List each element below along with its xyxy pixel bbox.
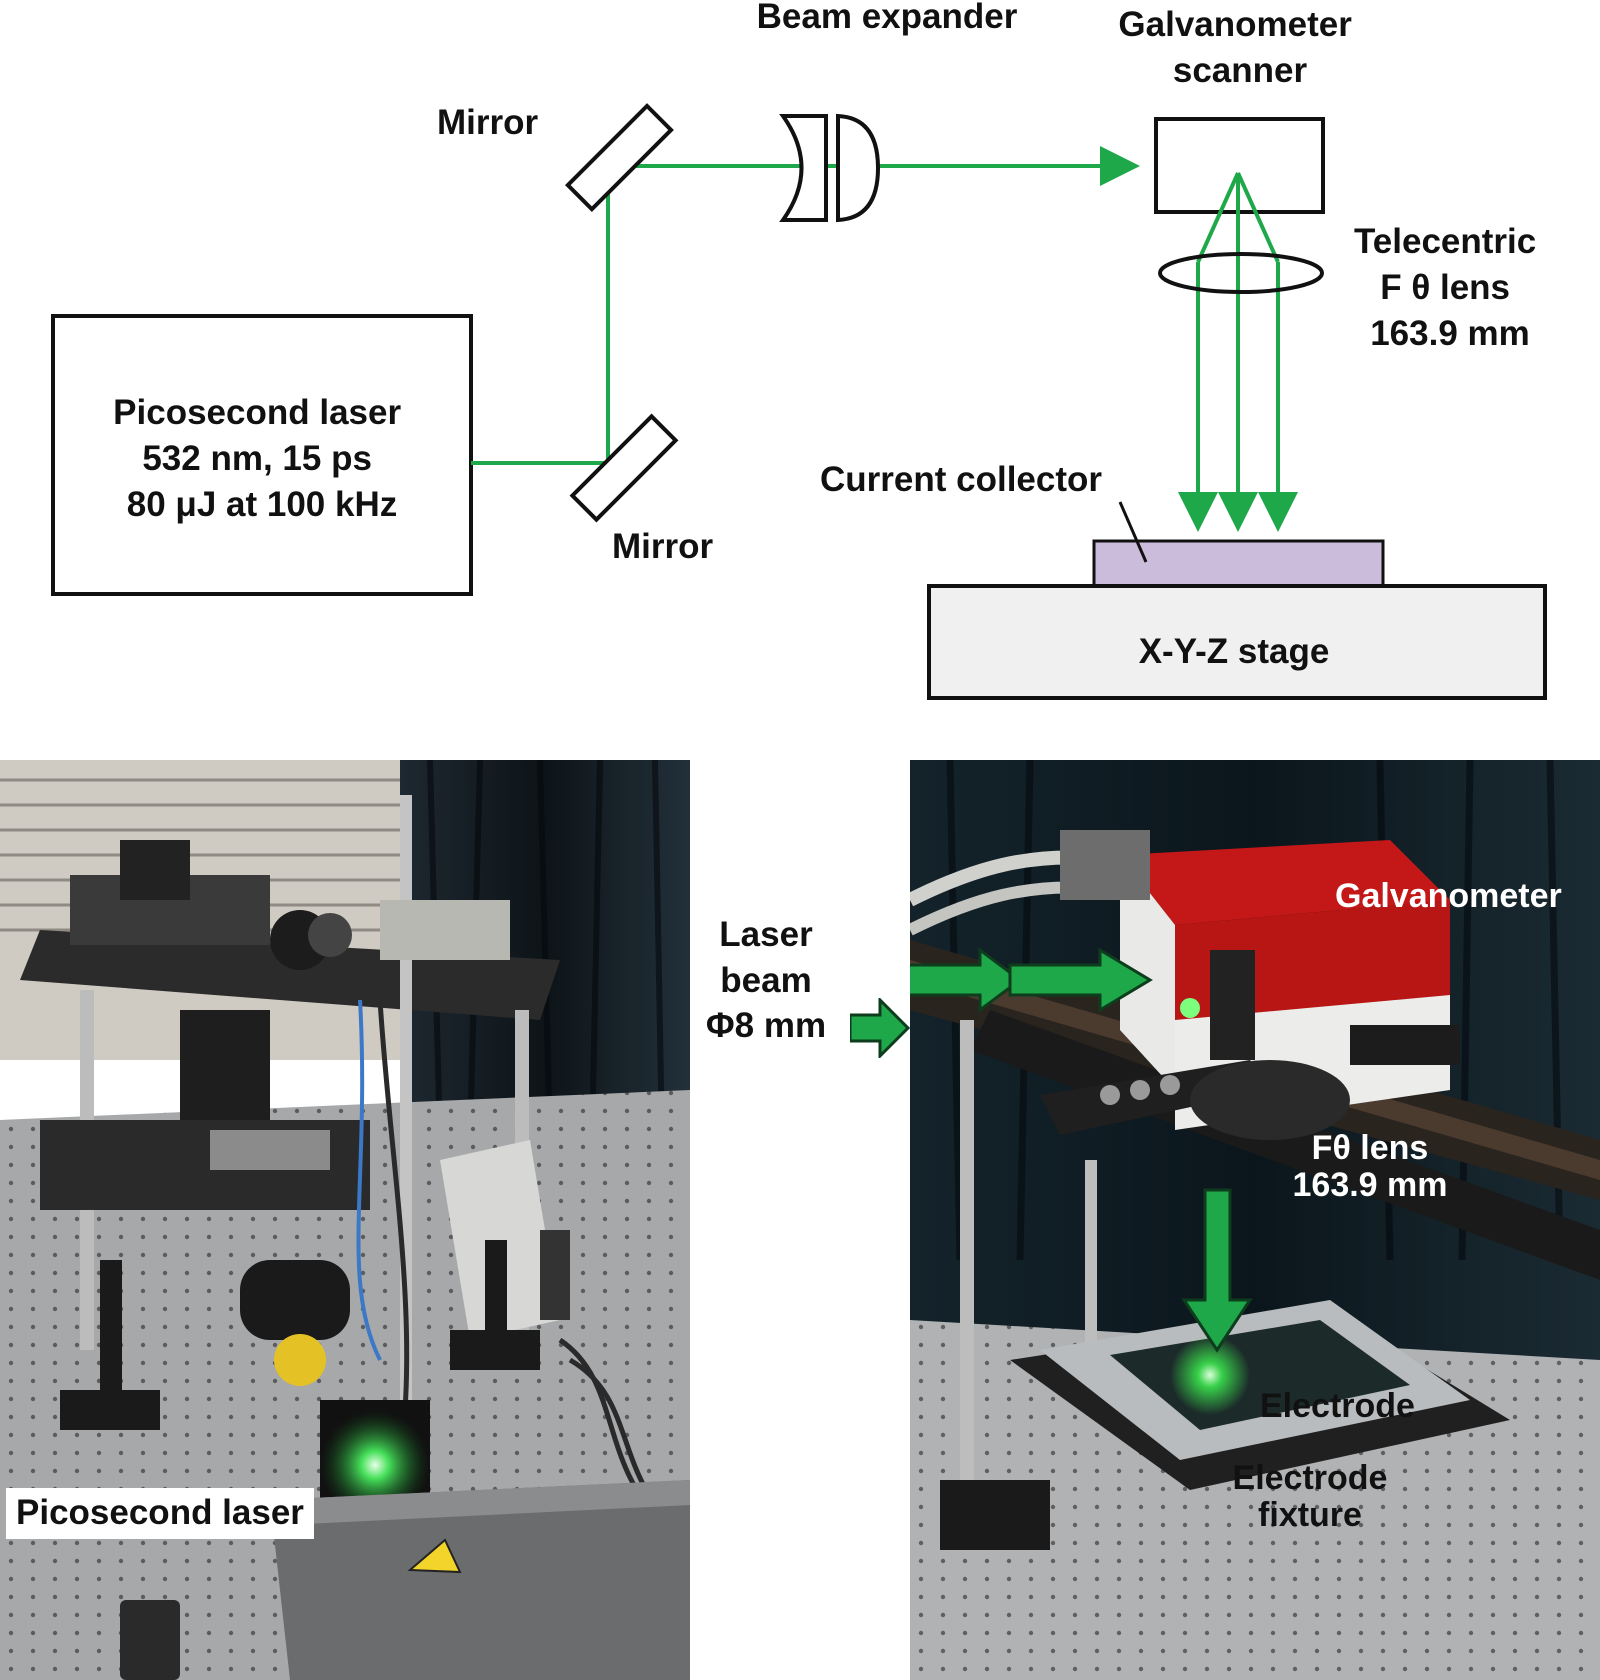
electrode-fixture-label-line2: fixture <box>1258 1496 1362 1535</box>
mirror-bottom <box>569 413 679 523</box>
galvanometer-photo-label: Galvanometer <box>1335 877 1562 915</box>
galvanometer-label-line1: Galvanometer <box>1118 5 1352 44</box>
galvanometer-label-line2: scanner <box>1173 51 1308 90</box>
xyz-stage-label: X-Y-Z stage <box>1139 632 1330 671</box>
collector-leader <box>1118 501 1148 563</box>
f-theta-lens <box>1158 252 1324 294</box>
svg-text:Picosecond laser 532 nm, 1: Picosecond laser 532 nm, 15 ps 80 μJ at … <box>113 393 411 524</box>
galvo-setup-illustration <box>910 760 1600 1680</box>
lens-label-line1: Telecentric <box>1354 222 1536 261</box>
picosecond-laser-photo-label: Picosecond laser <box>6 1488 314 1539</box>
electrode-fixture-photo-label: Electrode fixture <box>1210 1459 1410 1535</box>
laser-beam-label-line3: Φ8 mm <box>705 1006 827 1045</box>
photo-galvanometer-setup: Galvanometer Fθ lens 163.9 mm Electrode … <box>910 760 1600 1680</box>
svg-text:Telecentric F θ lens 1: Telecentric F θ lens 163.9 mm <box>1354 222 1546 353</box>
laser-label-line2: 532 nm, 15 ps <box>142 439 372 478</box>
setup-schematic: Picosecond laser 532 nm, 15 ps 80 μJ at … <box>51 0 1547 700</box>
fθ-lens-photo-label-line2: 163.9 mm <box>1292 1166 1448 1205</box>
beam-expander <box>779 113 881 223</box>
svg-text:Galvanometer scanner: Galvanometer scanner <box>1118 5 1361 90</box>
laser-beam-arrow-gap <box>850 998 910 1058</box>
current-collector-label: Current collector <box>820 460 1102 499</box>
mirror-top <box>564 103 674 213</box>
scan-rays <box>1178 172 1298 532</box>
laser-box <box>51 314 473 596</box>
electrode-photo-label: Electrode <box>1260 1387 1415 1425</box>
lens-label-line3: 163.9 mm <box>1370 314 1530 353</box>
fθ-lens-photo-label: Fθ lens 163.9 mm <box>1270 1129 1470 1205</box>
current-collector <box>1092 539 1385 588</box>
laser-beam-label-line2: beam <box>720 960 812 1000</box>
laser-beam-label: Laser beam Φ8 mm <box>690 912 842 1049</box>
mirror-top-label: Mirror <box>437 103 539 142</box>
mirror-bottom-label: Mirror <box>612 527 714 566</box>
laser-label-line3: 80 μJ at 100 kHz <box>127 485 397 524</box>
photo-picosecond-laser-setup: Picosecond laser <box>0 760 690 1680</box>
laser-beam-label-line1: Laser <box>719 915 813 954</box>
laser-label-line1: Picosecond laser <box>113 393 401 432</box>
xyz-stage <box>927 584 1547 700</box>
electrode-fixture-label-line1: Electrode <box>1232 1459 1388 1497</box>
laser-setup-illustration <box>0 760 690 1680</box>
fθ-lens-photo-label-line1: Fθ lens <box>1311 1129 1429 1167</box>
lens-label-line2: F θ lens <box>1380 268 1510 307</box>
beam-expander-label: Beam expander <box>757 0 1018 36</box>
